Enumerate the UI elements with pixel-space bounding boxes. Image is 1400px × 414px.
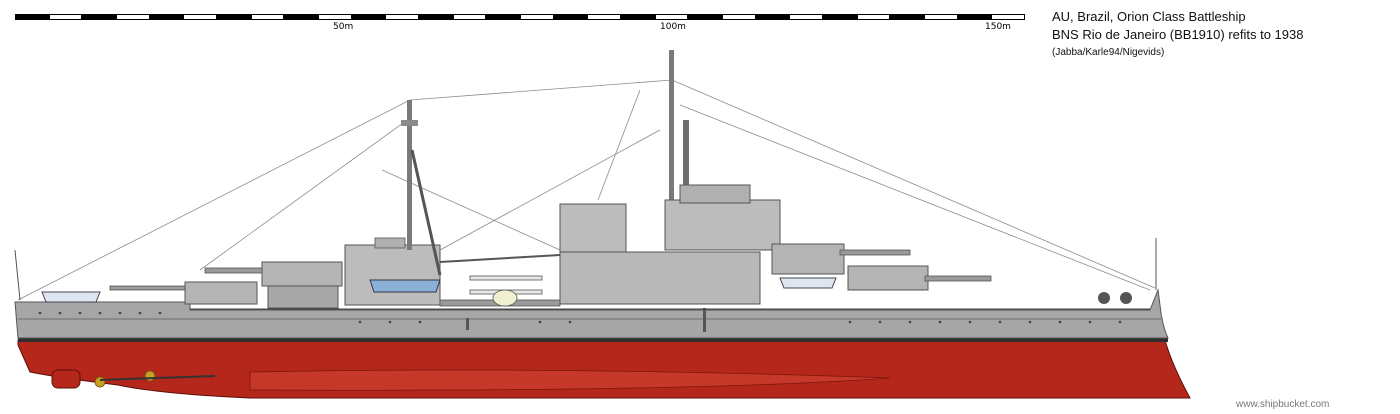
boat-crane bbox=[410, 149, 442, 276]
boot-topping bbox=[18, 336, 1168, 342]
bridge-top bbox=[679, 184, 751, 204]
scale-segment bbox=[183, 14, 217, 20]
rigging-lines bbox=[17, 79, 1156, 301]
rudder bbox=[51, 369, 81, 389]
forward-turret-b bbox=[771, 243, 911, 275]
aft-superstructure bbox=[344, 244, 441, 306]
scale-segment bbox=[250, 14, 285, 20]
anchor-2 bbox=[1120, 292, 1132, 304]
scale-segment bbox=[755, 14, 790, 20]
scale-segment bbox=[924, 14, 958, 20]
prop-shaft bbox=[99, 375, 216, 381]
ship-name-subtitle: BNS Rio de Janeiro (BB1910) refits to 19… bbox=[1052, 27, 1304, 42]
scale-segment bbox=[116, 14, 150, 20]
lower-hull-red bbox=[17, 339, 1191, 399]
scale-segment bbox=[553, 14, 588, 20]
fore-mast bbox=[669, 50, 674, 250]
main-mast bbox=[407, 100, 412, 250]
ensign-staff bbox=[14, 249, 21, 301]
ship-class-title: AU, Brazil, Orion Class Battleship bbox=[1052, 9, 1246, 24]
scale-segment bbox=[722, 14, 756, 20]
scale-segment bbox=[217, 14, 251, 20]
scale-segment bbox=[284, 14, 318, 20]
aft-turret-y bbox=[204, 261, 343, 309]
anti-torpedo-bulge bbox=[249, 369, 891, 391]
aircraft-crane-jib bbox=[439, 254, 561, 263]
hull-strake bbox=[18, 318, 1163, 320]
scale-segment bbox=[957, 14, 992, 20]
watermark: www.shipbucket.com bbox=[1236, 399, 1330, 410]
scale-segment bbox=[82, 14, 116, 20]
hull-door bbox=[703, 308, 706, 332]
scale-segment bbox=[15, 14, 49, 20]
scale-segment bbox=[856, 14, 891, 20]
scale-segment bbox=[351, 14, 386, 20]
bridge-block bbox=[664, 199, 781, 251]
aft-director bbox=[374, 237, 406, 249]
scale-segment bbox=[654, 14, 689, 20]
midships-superstructure bbox=[559, 251, 761, 305]
upper-hull-grey bbox=[14, 288, 1169, 339]
forward-boat bbox=[779, 277, 837, 289]
forward-turret-a bbox=[847, 265, 992, 291]
scale-label-50m: 50m bbox=[333, 22, 354, 32]
scale-segment bbox=[823, 14, 857, 20]
fore-tripod bbox=[683, 120, 689, 230]
ships-boat bbox=[369, 279, 441, 293]
scale-segment bbox=[486, 14, 520, 20]
scale-segment bbox=[385, 14, 419, 20]
stern-boat bbox=[41, 291, 101, 303]
hull-hatch bbox=[466, 318, 469, 330]
scale-segment bbox=[520, 14, 554, 20]
main-mast-top bbox=[401, 120, 418, 126]
scale-segment bbox=[48, 14, 83, 20]
scale-segment bbox=[789, 14, 823, 20]
aft-turret-x bbox=[109, 281, 258, 305]
scale-segment bbox=[587, 14, 621, 20]
scale-segment bbox=[419, 14, 453, 20]
scale-segment bbox=[621, 14, 655, 20]
scale-segment bbox=[688, 14, 722, 20]
scale-bar bbox=[15, 14, 1025, 20]
scale-label-100m: 100m bbox=[660, 22, 686, 32]
scale-segment bbox=[452, 14, 487, 20]
anchor-1 bbox=[1098, 292, 1110, 304]
portholes bbox=[38, 311, 1122, 324]
scale-segment bbox=[318, 14, 352, 20]
scale-label-150m: 150m bbox=[985, 22, 1011, 32]
scale-segment bbox=[149, 14, 184, 20]
scale-segment bbox=[991, 14, 1025, 20]
seaplane bbox=[469, 275, 543, 307]
scale-segment bbox=[890, 14, 924, 20]
credits: (Jabba/Karle94/Nigevids) bbox=[1052, 47, 1165, 58]
